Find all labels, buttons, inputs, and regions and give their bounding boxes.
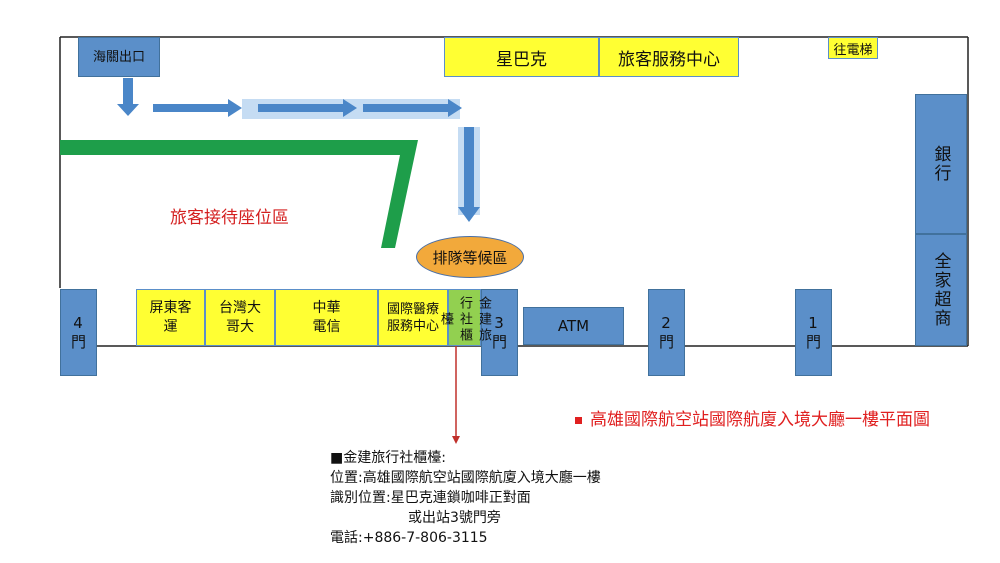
gate-1: 1門 xyxy=(795,289,832,376)
atm-label: ATM xyxy=(557,317,590,335)
gate-4: 4門 xyxy=(60,289,97,376)
gate-4-label: 4門 xyxy=(69,314,87,351)
starbucks: 星巴克 xyxy=(444,37,599,77)
pointer-arrowhead xyxy=(452,436,460,444)
jinjian-travel-counter: 金建旅行社櫃檯 xyxy=(438,289,491,346)
flow-arrows xyxy=(117,78,480,222)
gate-1-label: 1門 xyxy=(804,314,822,351)
info-heading: ■金建旅行社櫃檯: xyxy=(330,450,446,466)
medical-service-label: 國際醫療服務中心 xyxy=(386,301,439,334)
title-bullet xyxy=(575,416,582,424)
gate-2-label: 2門 xyxy=(657,314,675,351)
pingtung-bus-label: 屏東客運 xyxy=(149,299,192,335)
diagram-title-text: 高雄國際航空站國際航廈入境大廳一樓平面圖 xyxy=(590,410,930,430)
chunghwa-telecom-label: 中華電信 xyxy=(312,299,341,335)
service-center: 旅客服務中心 xyxy=(599,37,739,77)
queue-area-label: 排隊等候區 xyxy=(432,248,508,267)
taiwan-mobile-counter: 台灣大哥大 xyxy=(205,289,275,346)
pingtung-bus-counter: 屏東客運 xyxy=(136,289,205,346)
queue-area: 排隊等候區 xyxy=(416,236,524,278)
taiwan-mobile-label: 台灣大哥大 xyxy=(219,299,261,335)
arrow-down-1 xyxy=(117,78,139,116)
familymart-label: 全家超商 xyxy=(930,252,951,328)
atm: ATM xyxy=(523,307,624,345)
info-landmark-alt: 或出站3號門旁 xyxy=(408,510,501,526)
gate-2: 2門 xyxy=(648,289,685,376)
diagram-title: 高雄國際航空站國際航廈入境大廳一樓平面圖 xyxy=(575,405,930,430)
jinjian-travel-label: 金建旅行社櫃檯 xyxy=(438,295,491,344)
customs-exit-label: 海關出口 xyxy=(92,50,145,65)
gate-3-label: 3門 xyxy=(490,314,508,351)
info-location: 位置:高雄國際航空站國際航廈入境大廳一樓 xyxy=(330,470,601,486)
medical-service-counter: 國際醫療服務中心 xyxy=(378,289,448,346)
info-phone: 電話:+886-7-806-3115 xyxy=(330,530,488,546)
chunghwa-telecom-counter: 中華電信 xyxy=(275,289,378,346)
counter-info: ■金建旅行社櫃檯: 位置:高雄國際航空站國際航廈入境大廳一樓 識別位置:星巴克連… xyxy=(330,448,601,548)
service-center-label: 旅客服務中心 xyxy=(618,49,720,70)
elevator: 往電梯 xyxy=(828,37,878,59)
starbucks-label: 星巴克 xyxy=(496,49,547,70)
arrow-right-1 xyxy=(153,99,242,117)
customs-exit: 海關出口 xyxy=(78,37,160,77)
arrow-down-2 xyxy=(458,127,480,222)
familymart: 全家超商 xyxy=(915,234,967,346)
gate-3: 3門 xyxy=(481,289,518,376)
elevator-label: 往電梯 xyxy=(833,42,873,58)
reception-area-label: 旅客接待座位區 xyxy=(170,208,289,228)
arrow-right-2 xyxy=(258,99,357,117)
info-landmark: 識別位置:星巴克連鎖咖啡正對面 xyxy=(330,490,531,506)
bank: 銀行 xyxy=(915,94,967,234)
bank-label: 銀行 xyxy=(930,145,951,183)
green-corridor xyxy=(60,140,418,248)
arrow-right-3 xyxy=(363,99,462,117)
